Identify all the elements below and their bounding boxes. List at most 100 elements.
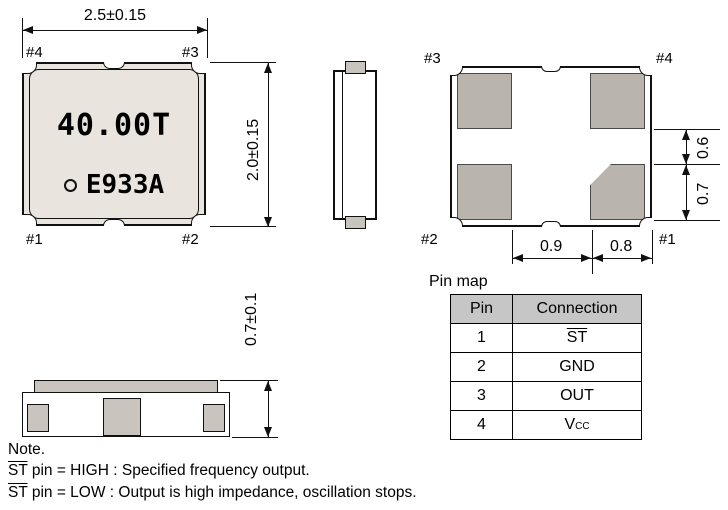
arrowhead-up-icon xyxy=(264,381,272,391)
front-view-right-pad xyxy=(203,404,225,432)
side-view-top-pad xyxy=(345,61,366,74)
extension-line xyxy=(654,129,720,130)
extension-line xyxy=(220,380,278,381)
pin-connection: VCC xyxy=(513,411,641,439)
note-line-2: ST pin = LOW : Output is high impedance,… xyxy=(8,484,417,502)
pin-map-title: Pin map xyxy=(429,273,488,290)
bottom-view-pin3-label: #3 xyxy=(424,50,441,67)
dimension-line xyxy=(512,258,592,259)
bottom-view-package xyxy=(450,66,652,227)
corner-castellation xyxy=(639,66,652,76)
edge-notch xyxy=(541,221,561,227)
pin-map-header-pin: Pin xyxy=(451,295,513,323)
pin-number: 1 xyxy=(451,324,513,352)
st-signal-label: ST xyxy=(8,462,28,479)
side-view-seam-line xyxy=(338,72,343,218)
pad-3 xyxy=(457,73,512,129)
dimension-line xyxy=(686,129,687,165)
top-view-pin2-label: #2 xyxy=(182,231,199,248)
front-view-center-pad xyxy=(103,398,141,436)
pad-2 xyxy=(457,164,512,220)
note-line-2-text: pin = LOW : Output is high impedance, os… xyxy=(27,484,417,501)
front-view-lid xyxy=(34,380,218,393)
extension-line xyxy=(654,220,720,221)
note-line-1-text: pin = HIGH : Specified frequency output. xyxy=(27,462,310,479)
front-view-left-pad xyxy=(27,404,49,432)
pad-gap-h-dimension-label: 0.9 xyxy=(540,238,563,255)
bottom-view-pin2-label: #2 xyxy=(421,231,438,248)
bottom-view-pin4-label: #4 xyxy=(656,50,673,67)
st-signal-label: ST xyxy=(8,484,28,501)
dimension-line xyxy=(592,258,652,259)
extension-line xyxy=(592,230,593,274)
arrowhead-up-icon xyxy=(264,63,272,73)
extension-line xyxy=(232,437,278,438)
note-title: Note. xyxy=(8,441,46,458)
vcc-subscript: CC xyxy=(575,421,590,432)
pin-map-header-connection: Connection xyxy=(536,300,618,317)
extension-line xyxy=(210,226,276,227)
pin-number: 4 xyxy=(451,411,513,439)
arrowhead-right-icon xyxy=(197,26,207,34)
extension-line xyxy=(210,62,276,63)
pin-number: 3 xyxy=(451,382,513,410)
arrowhead-down-icon xyxy=(682,210,690,220)
pad-width-dimension-label: 0.8 xyxy=(610,238,633,255)
arrowhead-up-icon xyxy=(682,130,690,140)
note-line-1: ST pin = HIGH : Specified frequency outp… xyxy=(8,462,310,480)
arrowhead-left-icon xyxy=(23,26,33,34)
arrowhead-left-icon xyxy=(593,254,603,262)
front-view-height-dimension-label: 0.7±0.1 xyxy=(243,292,260,346)
marking-code-row: E933A xyxy=(24,170,204,200)
edge-notch xyxy=(541,66,561,72)
arrowhead-right-icon xyxy=(641,254,651,262)
corner-castellation xyxy=(191,62,206,74)
edge-notch xyxy=(103,219,125,226)
top-view-width-dimension-label: 2.5±0.15 xyxy=(83,7,147,24)
extension-line xyxy=(652,230,653,264)
extension-line xyxy=(207,18,208,58)
top-view-pin4-label: #4 xyxy=(26,44,43,61)
top-view-package-body: 40.00T E933A xyxy=(22,62,206,226)
corner-castellation xyxy=(639,217,652,227)
top-view-height-dimension-label: 2.0±0.15 xyxy=(245,118,262,181)
extension-line xyxy=(22,18,23,58)
arrowhead-right-icon xyxy=(581,254,591,262)
dimension-line xyxy=(268,380,269,438)
dimension-line xyxy=(268,62,269,227)
table-row: 3 OUT xyxy=(451,381,641,410)
bottom-view-pin1-label: #1 xyxy=(659,231,676,248)
pin-number: 2 xyxy=(451,353,513,381)
side-view-bottom-pad xyxy=(345,216,366,229)
table-row: 2 GND xyxy=(451,352,641,381)
top-view-lid-outline xyxy=(29,69,199,219)
table-row: 4 VCC xyxy=(451,410,641,439)
edge-notch xyxy=(103,62,125,69)
pin-map-table: Pin Connection 1 ST 2 GND 3 OUT 4 VCC xyxy=(450,294,642,440)
marking-code-text: E933A xyxy=(85,170,165,200)
corner-castellation xyxy=(191,214,206,226)
top-view-pin3-label: #3 xyxy=(182,44,199,61)
top-view-pin1-label: #1 xyxy=(26,231,43,248)
arrowhead-left-icon xyxy=(513,254,523,262)
dimension-line xyxy=(22,30,208,31)
orientation-mark-circle-icon xyxy=(63,178,77,192)
pad-height-dimension-label: 0.7 xyxy=(695,182,712,205)
vcc-main: V xyxy=(564,416,576,433)
dimension-line xyxy=(686,164,687,221)
side-view-package xyxy=(333,61,377,229)
pad-4 xyxy=(590,73,645,129)
arrowhead-down-icon xyxy=(264,427,272,437)
pin-connection: GND xyxy=(559,358,595,375)
table-row: 1 ST xyxy=(451,323,641,352)
pin-connection: ST xyxy=(513,324,641,352)
corner-castellation xyxy=(22,214,37,226)
marking-frequency-text: 40.00T xyxy=(56,108,172,143)
st-signal-label: ST xyxy=(566,329,588,346)
arrowhead-down-icon xyxy=(264,217,272,227)
extension-line xyxy=(512,230,513,264)
pad-gap-dimension-label: 0.6 xyxy=(695,136,712,159)
pin-connection: OUT xyxy=(560,387,594,404)
arrowhead-down-icon xyxy=(682,154,690,164)
